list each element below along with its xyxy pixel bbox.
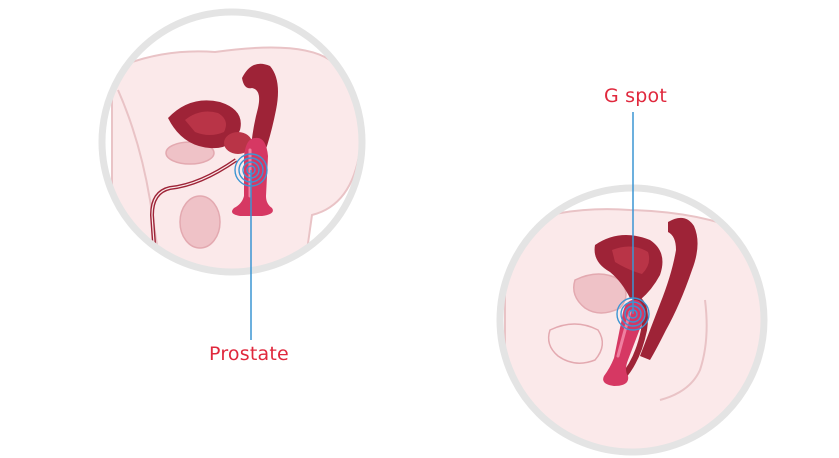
g-spot-label: G spot <box>604 85 667 107</box>
female-rectum <box>640 217 698 360</box>
testis <box>179 195 221 249</box>
female-back-outline <box>659 299 708 401</box>
prostate-gland <box>224 132 252 154</box>
female-frame-ring <box>496 184 768 456</box>
female-pubic-region <box>547 323 604 364</box>
prostate-label: Prostate <box>209 343 289 365</box>
male-frame-ring <box>98 8 366 276</box>
vaginal-canal <box>619 295 648 381</box>
male-toy <box>232 137 273 216</box>
rectum <box>242 63 278 160</box>
male-anatomy-illustration <box>98 8 366 340</box>
female-bladder <box>573 273 627 314</box>
female-anatomy-illustration <box>496 112 768 456</box>
